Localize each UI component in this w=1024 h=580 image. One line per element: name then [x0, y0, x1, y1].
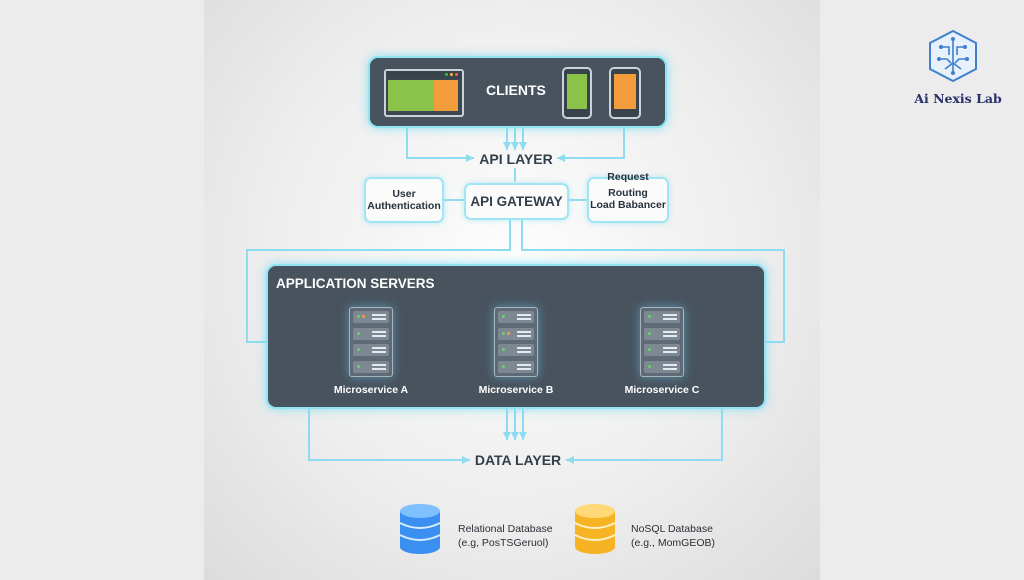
- connector-clients-left: [406, 124, 474, 159]
- data-layer-title: DATA LAYER: [474, 452, 562, 468]
- tablet-icon: [609, 67, 641, 119]
- brand-name: Ai Nexis Lab: [914, 91, 1002, 106]
- user-authentication-box: User Authentication: [364, 177, 444, 223]
- auth-line-1: User: [392, 187, 416, 200]
- relational-database-icon: [399, 504, 441, 554]
- nosql-database-icon: [574, 504, 616, 554]
- relational-database-label: Relational Database (e.g, PosTSGeruol): [458, 522, 553, 550]
- auth-line-2: Authentication: [367, 200, 441, 212]
- nosql-database-example: (e.g., MomGEOB): [631, 537, 716, 549]
- browser-window-icon: [384, 69, 464, 117]
- api-gateway-label: API GATEWAY: [470, 194, 563, 209]
- routing-line-1: Request: [607, 171, 649, 183]
- connector-gateway-right: [521, 218, 785, 343]
- api-layer-title: API LAYER: [479, 151, 553, 167]
- connector-data-left: [308, 406, 470, 461]
- api-gateway-box: API GATEWAY: [464, 183, 569, 220]
- phone-icon: [562, 67, 592, 119]
- request-routing-box: Request Routing Load Babancer: [587, 171, 669, 223]
- hexagon-circuit-icon: [929, 29, 977, 83]
- microservice-b-label: Microservice B: [478, 384, 554, 396]
- connector-clients-right: [557, 124, 625, 159]
- nosql-database-name: NoSQL Database: [631, 523, 713, 535]
- relational-database-name: Relational Database: [458, 523, 553, 535]
- routing-line-2: Routing: [608, 186, 648, 199]
- routing-line-3: Load Babancer: [590, 199, 666, 211]
- relational-database-example: (e.g, PosTSGeruol): [458, 537, 549, 549]
- connector-data-right: [566, 406, 723, 461]
- server-rack-icon-c: [640, 307, 684, 377]
- microservice-a-label: Microservice A: [333, 384, 409, 396]
- left-margin: [0, 0, 204, 580]
- server-rack-icon-b: [494, 307, 538, 377]
- right-margin: [820, 0, 1024, 580]
- microservice-c-label: Microservice C: [624, 384, 700, 396]
- clients-title: CLIENTS: [486, 82, 546, 98]
- connector-gateway-left: [246, 218, 511, 343]
- server-rack-icon-a: [349, 307, 393, 377]
- clients-panel: CLIENTS: [368, 56, 667, 128]
- application-servers-title: APPLICATION SERVERS: [276, 276, 435, 291]
- application-servers-panel: APPLICATION SERVERS Microservice A Micro…: [266, 264, 766, 409]
- nosql-database-label: NoSQL Database (e.g., MomGEOB): [631, 522, 715, 550]
